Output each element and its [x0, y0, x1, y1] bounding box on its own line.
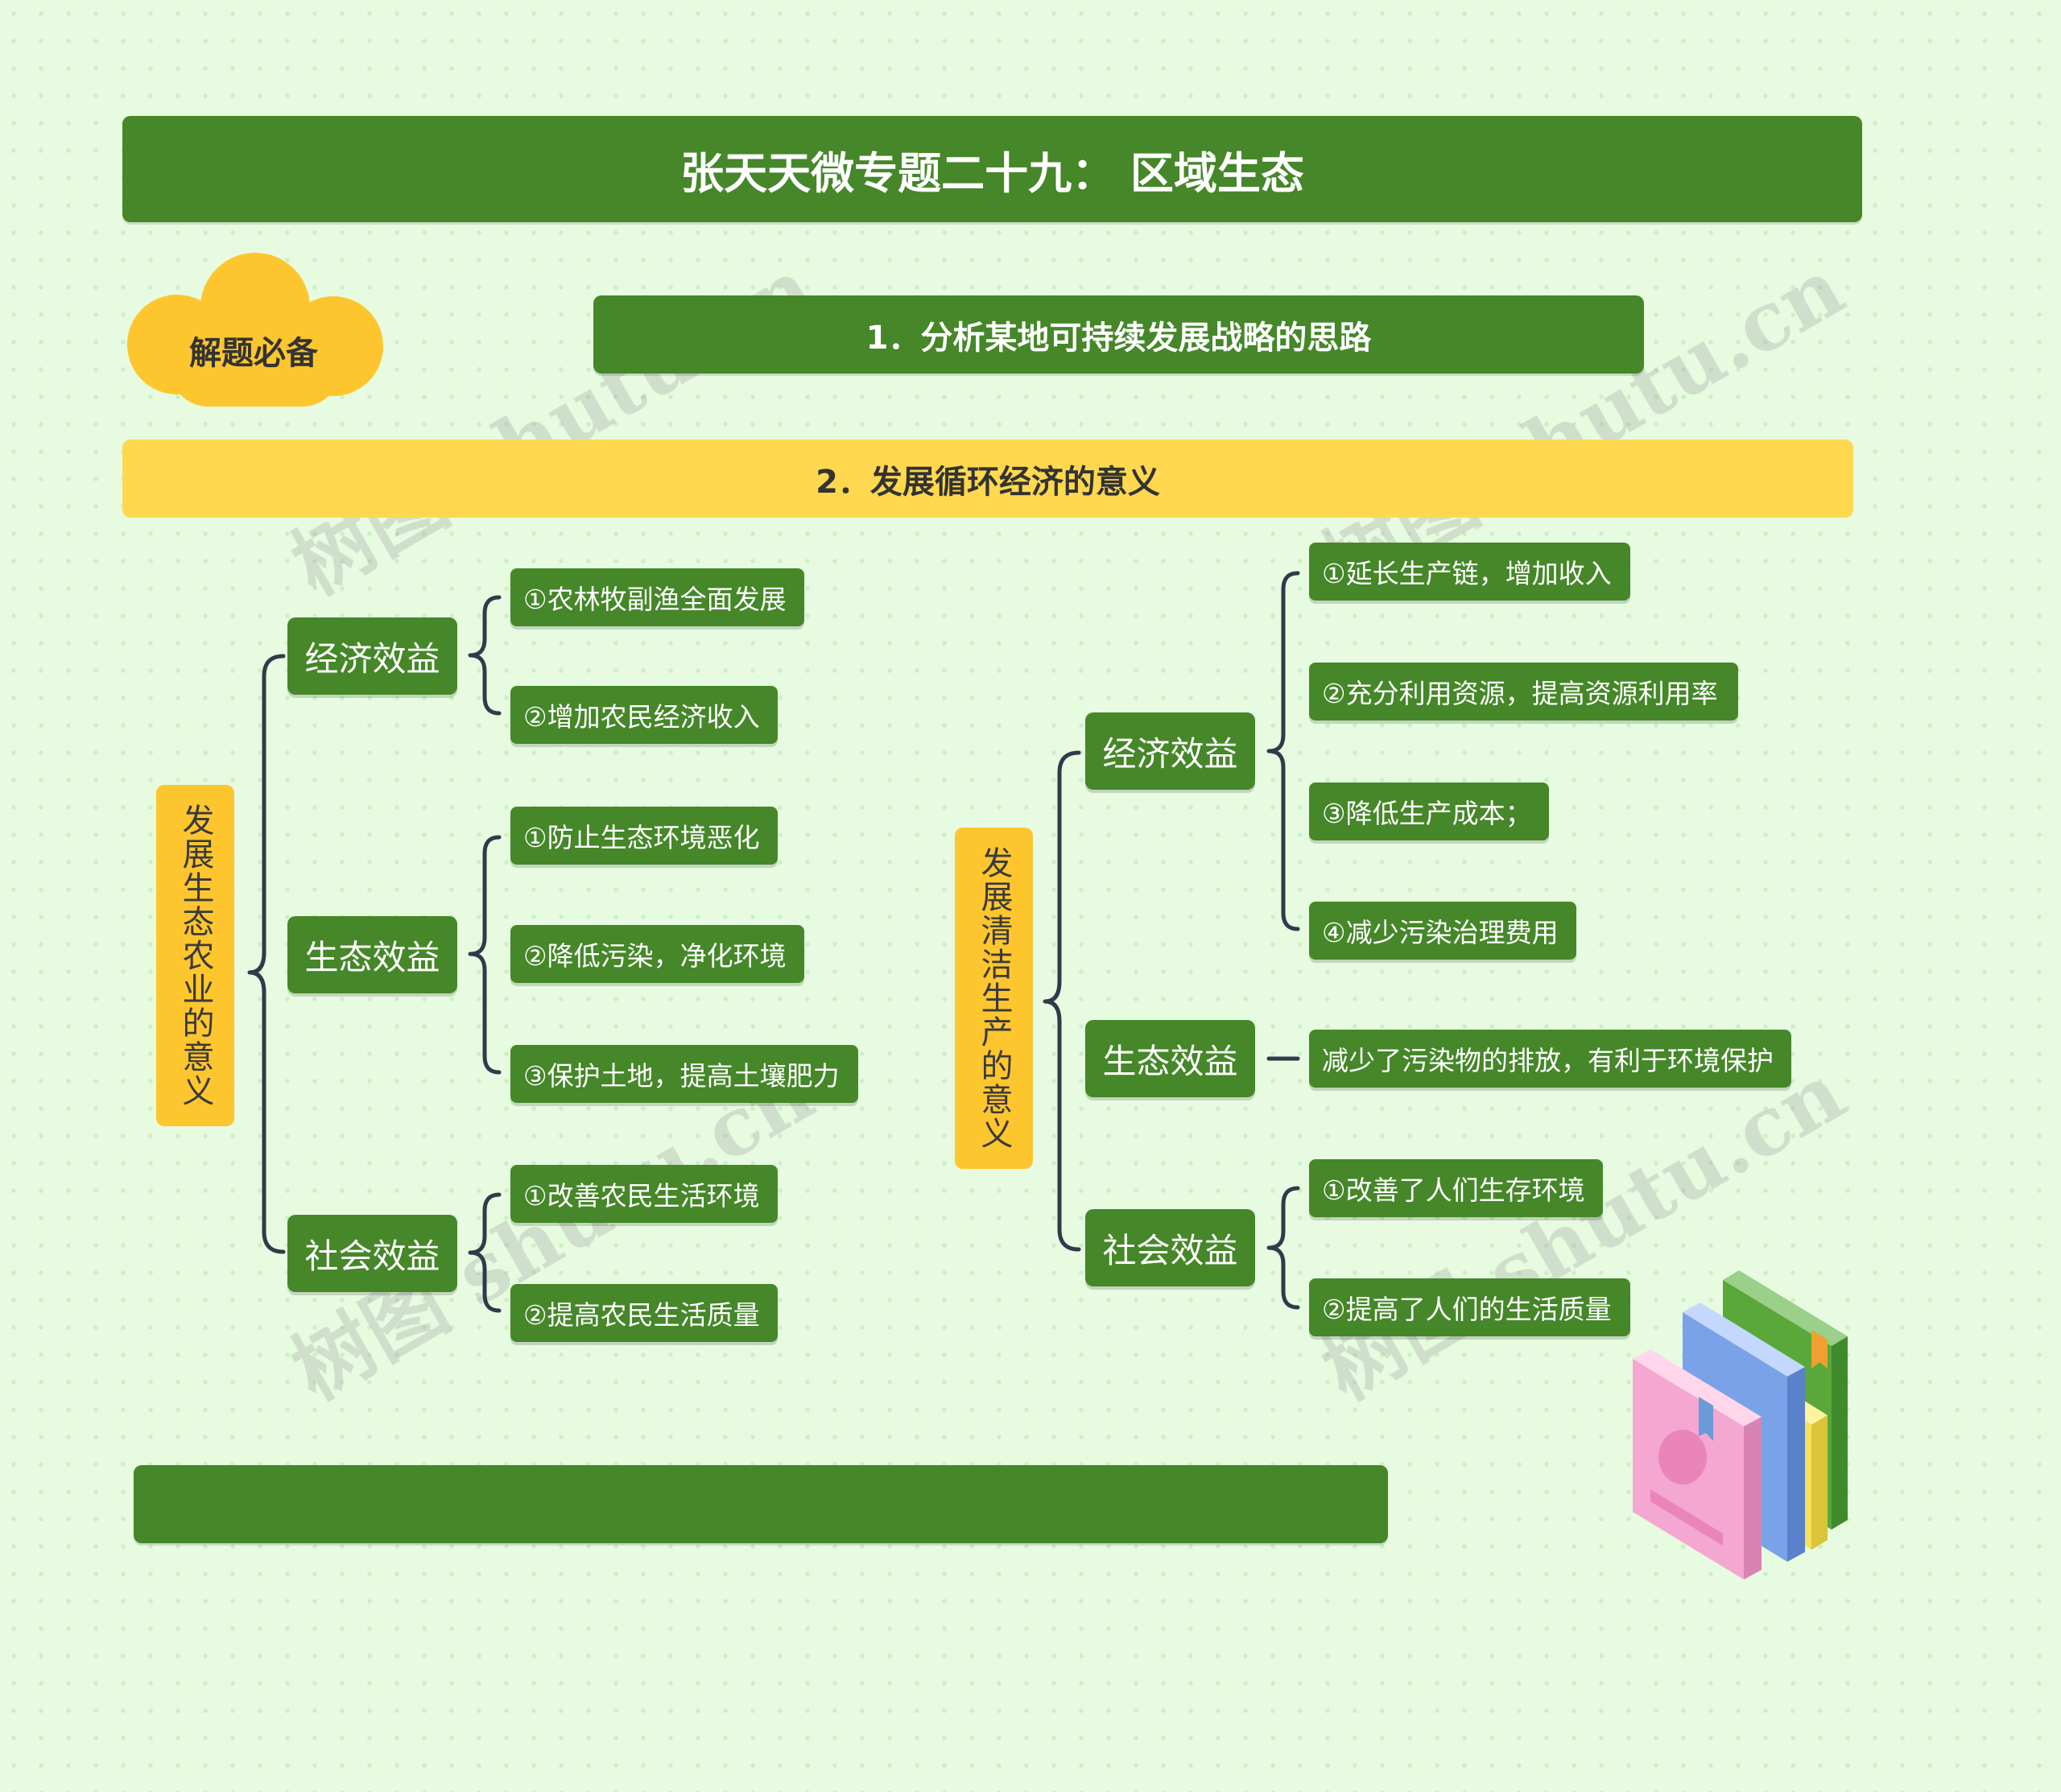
heading-2: 2．发展循环经济的意义 [122, 440, 1853, 518]
right-economic-item-1: ①延长生产链，增加收入 [1309, 543, 1630, 601]
right-social-item-2: ②提高了人们的生活质量 [1309, 1278, 1630, 1336]
left-ecological-item-1: ①防止生态环境恶化 [510, 807, 778, 865]
left-ecological-item-2: ②降低污染，净化环境 [510, 925, 804, 983]
right-root: 发展清洁生产的意义 [955, 828, 1033, 1169]
left-economic-node: 经济效益 [287, 617, 457, 695]
right-ecological-item-1: 减少了污染物的排放，有利于环境保护 [1309, 1030, 1791, 1088]
left-economic-item-1: ①农林牧副渔全面发展 [510, 568, 804, 626]
left-ecological-item-3: ③保护土地，提高土壤肥力 [510, 1045, 858, 1103]
right-social-node: 社会效益 [1085, 1209, 1255, 1286]
left-social-node: 社会效益 [287, 1215, 457, 1292]
left-social-item-2: ②提高农民生活质量 [510, 1284, 778, 1342]
cloud-label: 解题必备 [189, 335, 318, 372]
title-banner: 张天天微专题二十九： 区域生态 [122, 116, 1862, 222]
right-ecological-node: 生态效益 [1085, 1020, 1255, 1097]
left-ecological-node: 生态效益 [287, 916, 457, 993]
right-economic-item-3: ③降低生产成本； [1309, 782, 1549, 840]
heading-1: 1．分析某地可持续发展战略的思路 [593, 295, 1644, 374]
right-economic-item-4: ④减少污染治理费用 [1309, 902, 1576, 960]
right-economic-node: 经济效益 [1085, 712, 1255, 790]
left-social-item-1: ①改善农民生活环境 [510, 1165, 778, 1223]
right-social-item-1: ①改善了人们生存环境 [1309, 1159, 1603, 1217]
page-title: 张天天微专题二十九： 区域生态 [680, 147, 1304, 199]
cloud-icon [127, 253, 383, 407]
left-economic-item-2: ②增加农民经济收入 [510, 686, 778, 744]
right-economic-item-2: ②充分利用资源，提高资源利用率 [1309, 663, 1738, 721]
bottom-banner [134, 1465, 1388, 1543]
left-root: 发展生态农业的意义 [156, 785, 234, 1126]
books-icon [1633, 1270, 1848, 1579]
